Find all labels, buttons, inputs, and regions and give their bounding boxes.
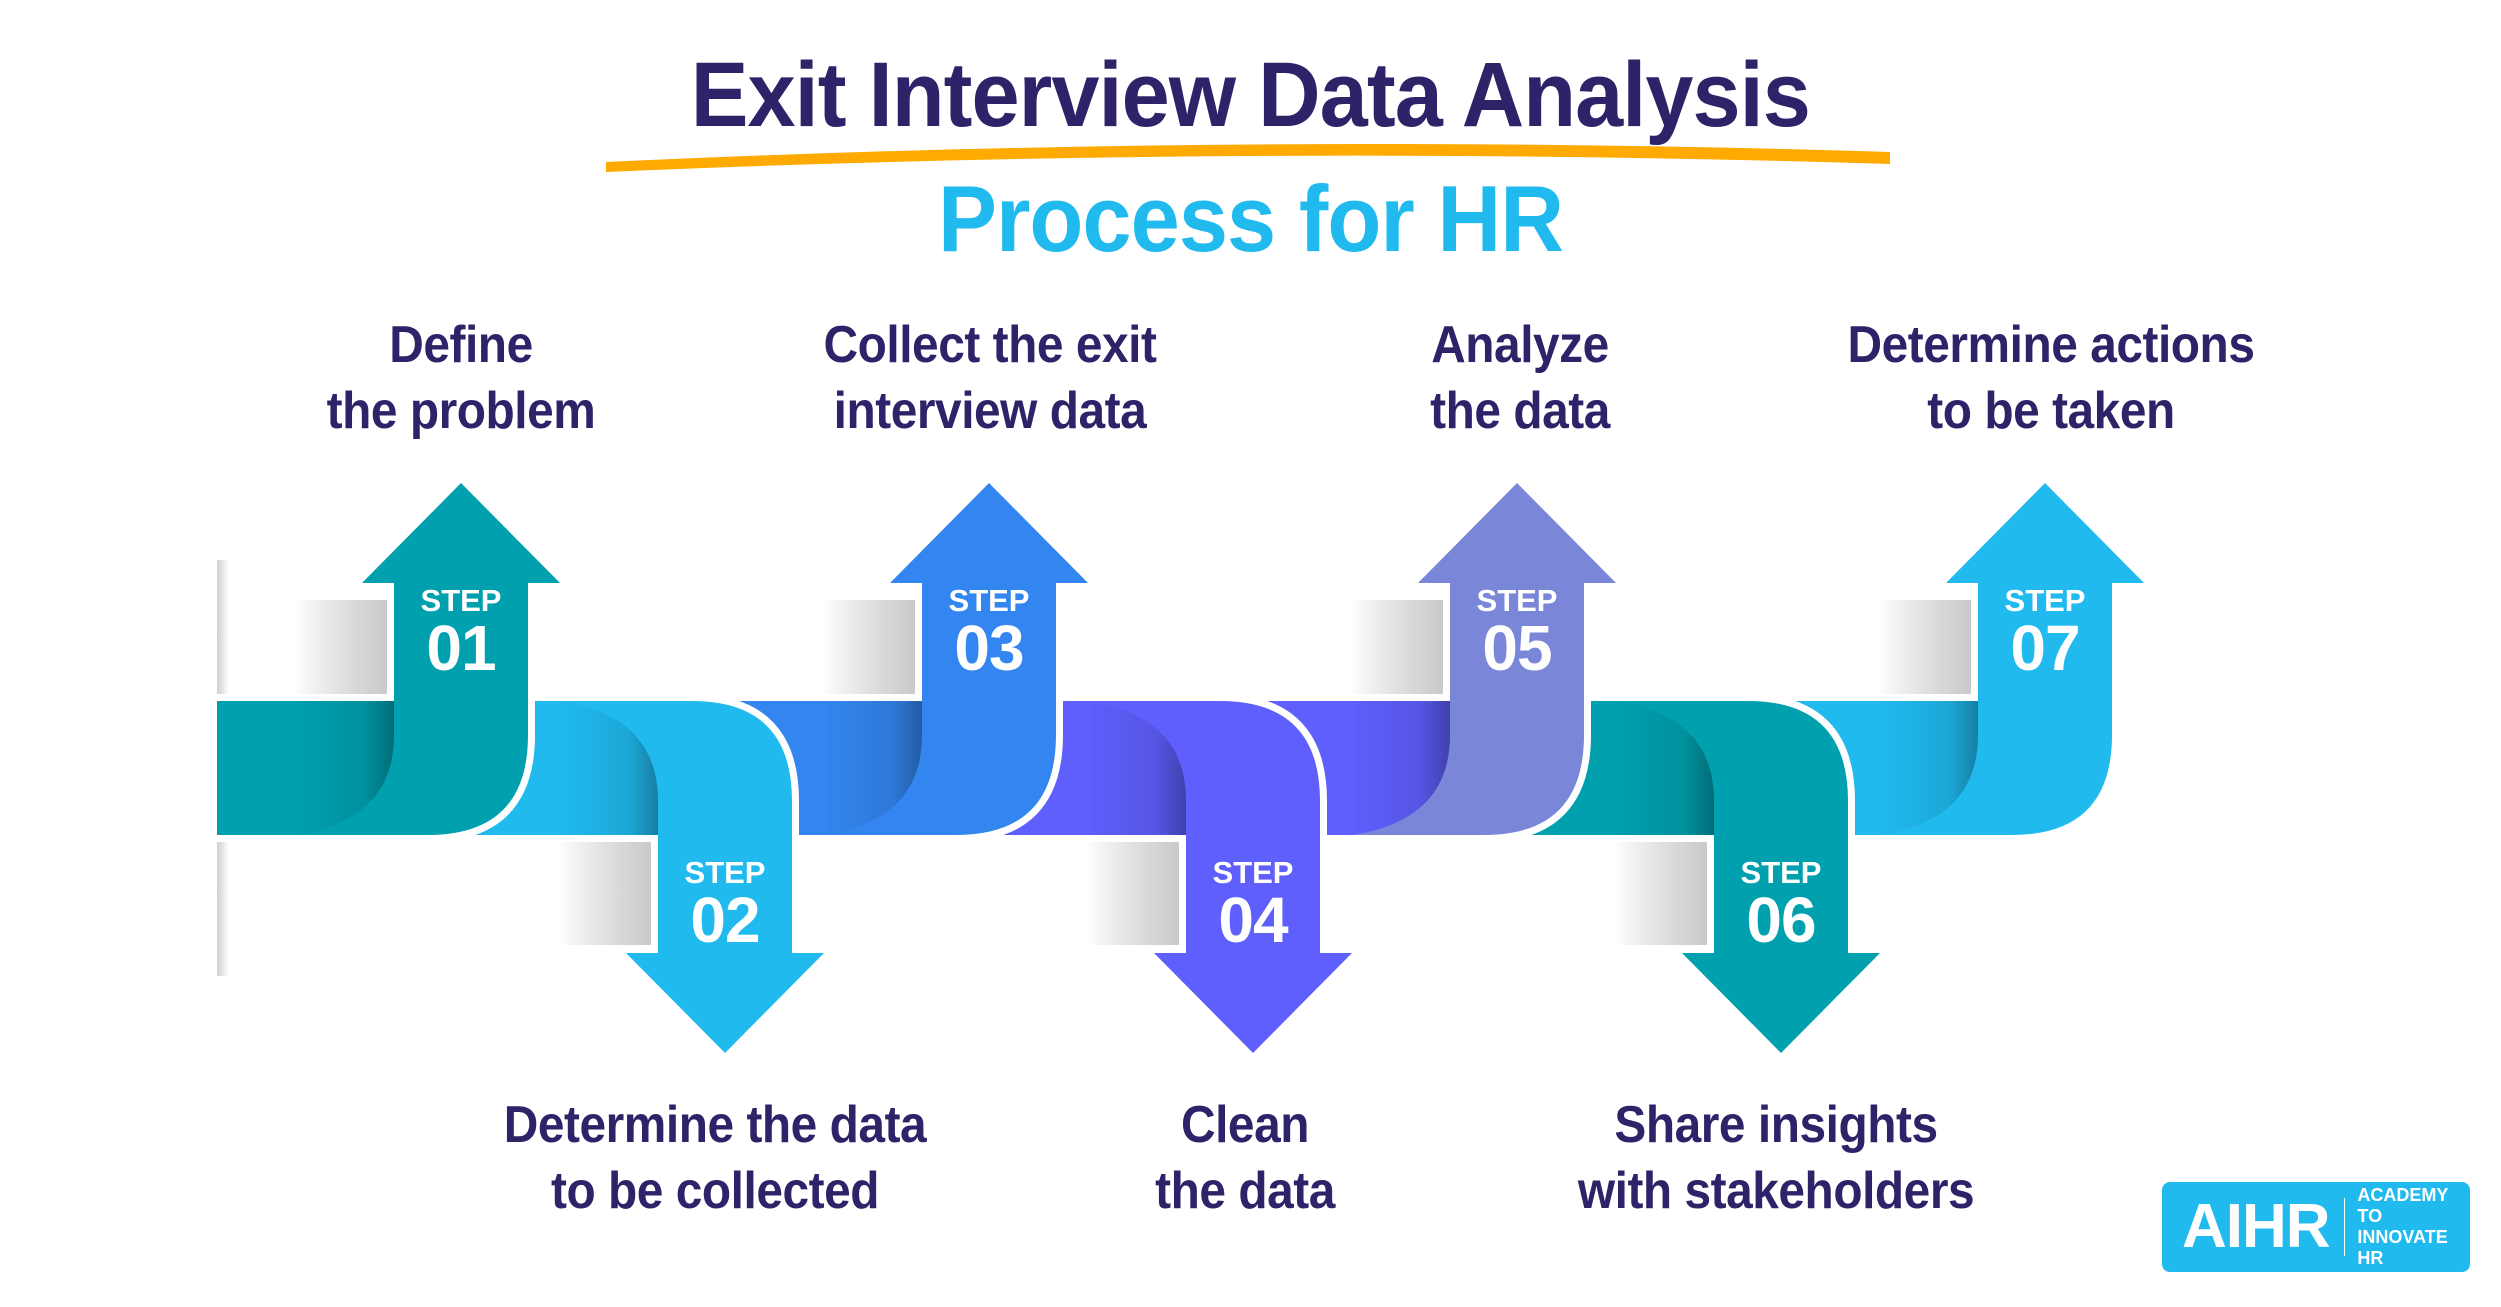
label-line: Clean	[1181, 1096, 1309, 1154]
label-line: Share insights	[1614, 1096, 1938, 1154]
label-line: the problem	[326, 382, 596, 440]
label-line: Determine actions	[1847, 316, 2255, 374]
tagline-line: INNOVATE HR	[2357, 1227, 2448, 1268]
tagline-line: ACADEMY TO	[2357, 1185, 2449, 1226]
step-number: 04	[1218, 884, 1288, 956]
step-word: STEP	[684, 855, 766, 890]
label-line: interview data	[833, 382, 1147, 440]
label-line: with stakeholders	[1577, 1162, 1975, 1220]
label-line: Collect the exit	[823, 316, 1157, 374]
step-word: STEP	[948, 583, 1030, 618]
step-number: 03	[954, 612, 1024, 684]
step-06-arrow	[1489, 694, 1887, 1060]
step-word: STEP	[420, 583, 502, 618]
label-line: Analyze	[1431, 316, 1609, 374]
label-line: the data	[1155, 1162, 1335, 1220]
step-number: 07	[2010, 612, 2080, 684]
title-underline	[606, 144, 1890, 172]
logo-divider	[2343, 1198, 2346, 1256]
step-07-tag: STEP 07	[1978, 583, 2112, 684]
step-number: 05	[1482, 612, 1552, 684]
step-01-label: Define the problem	[181, 312, 741, 444]
label-line: to be collected	[550, 1162, 880, 1220]
step-number: 02	[690, 884, 760, 956]
ambient-shadows	[217, 560, 1978, 976]
step-word: STEP	[1740, 855, 1822, 890]
label-line: Define	[389, 316, 533, 374]
step-06-label: Share insights with stakeholders	[1496, 1092, 2056, 1224]
step-word: STEP	[1212, 855, 1294, 890]
step-07-label: Determine actions to be taken	[1771, 312, 2331, 444]
step-03-arrow	[697, 476, 1095, 842]
step-04-arrow	[961, 694, 1359, 1060]
step-05-label: Analyze the data	[1240, 312, 1800, 444]
step-04-label: Clean the data	[965, 1092, 1525, 1224]
step-number: 01	[426, 612, 496, 684]
logo-tagline: ACADEMY TO INNOVATE HR	[2357, 1185, 2470, 1269]
step-01-arrow	[210, 476, 567, 842]
label-line: Determine the data	[503, 1096, 927, 1154]
step-03-tag: STEP 03	[922, 583, 1056, 684]
step-03-label: Collect the exit interview data	[710, 312, 1270, 444]
step-05-tag: STEP 05	[1450, 583, 1584, 684]
subtitle-block: Process for HR	[0, 164, 2501, 274]
step-04-tag: STEP 04	[1186, 855, 1320, 956]
step-02-tag: STEP 02	[658, 855, 792, 956]
step-02-arrow	[433, 694, 831, 1060]
logo-mark: AIHR	[2182, 1192, 2331, 1261]
step-02-label: Determine the data to be collected	[435, 1092, 995, 1224]
page-title: Exit Interview Data Analysis	[690, 44, 1811, 146]
step-number: 06	[1746, 884, 1816, 956]
step-01-tag: STEP 01	[394, 583, 528, 684]
page-subtitle: Process for HR	[937, 166, 1564, 271]
title-block: Exit Interview Data Analysis	[0, 40, 2501, 150]
label-line: the data	[1430, 382, 1610, 440]
step-word: STEP	[2004, 583, 2086, 618]
step-06-tag: STEP 06	[1714, 855, 1848, 956]
label-line: to be taken	[1927, 382, 2175, 440]
step-word: STEP	[1476, 583, 1558, 618]
step-07-arrow	[1753, 476, 2151, 842]
aihr-logo: AIHR ACADEMY TO INNOVATE HR	[2162, 1182, 2470, 1272]
